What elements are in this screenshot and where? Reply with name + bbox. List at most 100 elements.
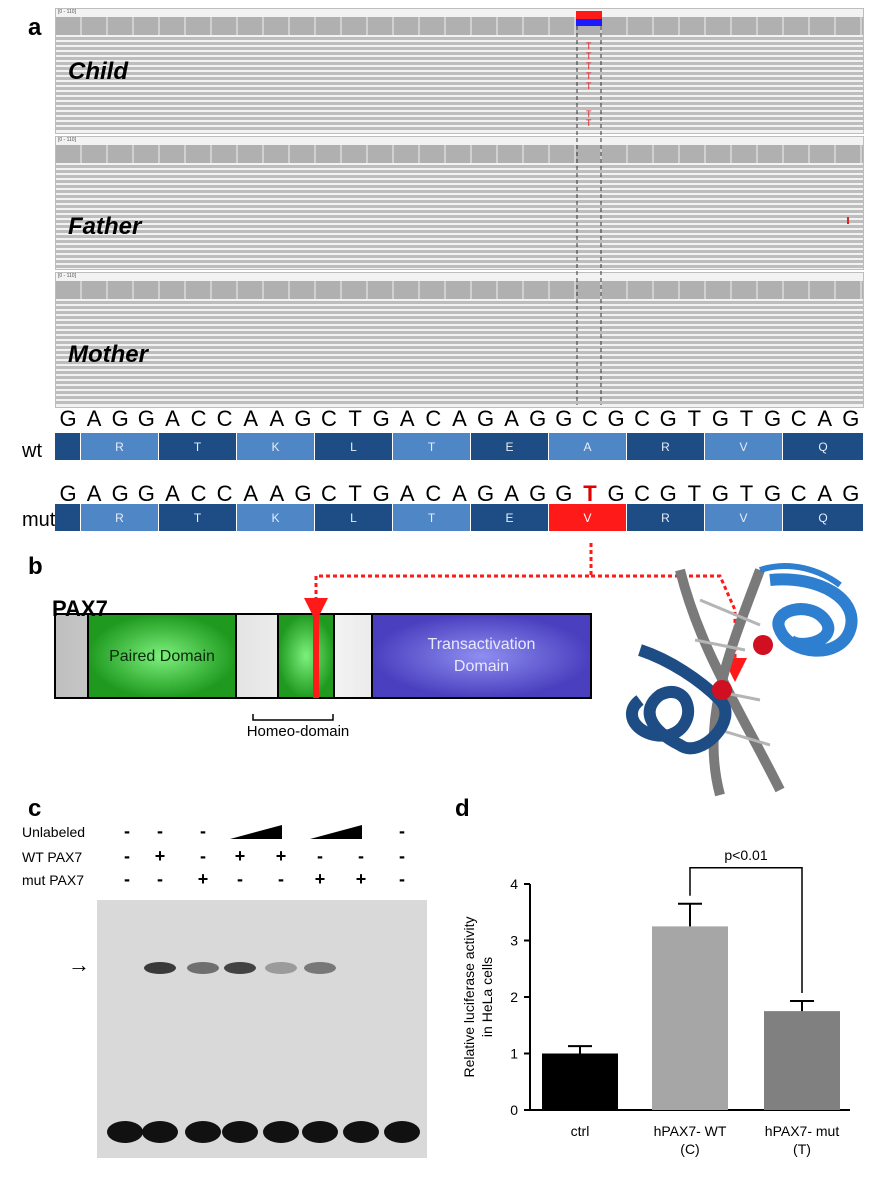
lane-mark: - [399, 821, 405, 841]
significance-bracket [689, 867, 803, 993]
coverage-variant-red [576, 11, 602, 19]
base: G [607, 406, 625, 431]
read [56, 112, 863, 115]
svg-text:T: T [586, 71, 592, 81]
base: G [842, 406, 860, 431]
shifted-band [304, 962, 336, 974]
band-arrow: → [68, 952, 90, 977]
base: G [59, 481, 77, 506]
base: A [452, 406, 467, 431]
base: G [137, 406, 155, 431]
free-probe-band [343, 1121, 379, 1143]
svg-text:T: T [586, 109, 592, 119]
lane-mark: - [124, 869, 130, 889]
read [56, 361, 863, 364]
read [56, 107, 863, 110]
read [56, 366, 863, 369]
read [56, 77, 863, 80]
amino-acid: E [471, 504, 549, 531]
base: A [504, 481, 519, 506]
x-tick-label: (T) [793, 1141, 811, 1157]
base: C [634, 406, 651, 431]
read [56, 215, 863, 218]
read [56, 346, 863, 349]
read [56, 396, 863, 399]
base: G [659, 481, 677, 506]
lane-mark: - [124, 846, 130, 866]
amino-acid: V [705, 504, 783, 531]
free-probe-band [263, 1121, 299, 1143]
base: G [137, 481, 155, 506]
base: A [399, 481, 415, 506]
alignment-track: [0 - 110] [55, 8, 864, 134]
read [56, 127, 863, 130]
amino-acid: T [393, 504, 471, 531]
read [56, 170, 863, 173]
base: G [476, 406, 495, 431]
lane-mark: - [200, 846, 206, 866]
free-probe-band [302, 1121, 338, 1143]
free-probe-band [142, 1121, 178, 1143]
shifted-band [144, 962, 176, 974]
free-probe-band [222, 1121, 258, 1143]
panel-letter-a: a [28, 14, 42, 41]
track-label-child: Child [68, 58, 128, 85]
base: G [711, 406, 729, 431]
alignment-track: [0 - 110] [55, 136, 864, 270]
base: G [111, 481, 129, 506]
read [56, 371, 863, 374]
track-label-father: Father [68, 213, 142, 240]
paired-domain-label: Paired Domain [109, 648, 215, 665]
read [56, 351, 863, 354]
base: A [817, 406, 833, 431]
lane-mark: - [157, 869, 163, 889]
coverage-bar [56, 17, 863, 35]
svg-text:T: T [586, 118, 592, 128]
base: G [659, 406, 677, 431]
base: C [190, 406, 207, 431]
read [56, 240, 863, 243]
base: C [216, 481, 233, 506]
base: G [711, 481, 729, 506]
base: T [687, 481, 702, 506]
amino-acid: T [159, 504, 237, 531]
read [56, 306, 863, 309]
track-label-mother: Mother [68, 341, 148, 368]
read [56, 175, 863, 178]
p-value-label: p<0.01 [724, 847, 767, 863]
amino-acid: R [81, 504, 159, 531]
base: G [764, 406, 782, 431]
amino-acid: E [471, 433, 549, 460]
read [56, 391, 863, 394]
wt-label: wt [22, 440, 42, 462]
mutation-arrow-to-domain [304, 543, 593, 622]
gel-image [97, 900, 427, 1158]
read [56, 52, 863, 55]
read [56, 311, 863, 314]
shifted-band [265, 962, 297, 974]
read [56, 220, 863, 223]
read [56, 235, 863, 238]
base: G [372, 406, 390, 431]
base: T [687, 406, 702, 431]
read [56, 225, 863, 228]
lane-mark: - [278, 869, 284, 889]
x-tick-label: (C) [680, 1141, 699, 1157]
y-axis-label: in HeLa cells [479, 957, 495, 1037]
lane-mark: - [317, 846, 323, 866]
panel-letter-b: b [28, 553, 43, 580]
base: C [425, 406, 442, 431]
read [56, 82, 863, 85]
amino-acid: L [315, 504, 393, 531]
bar [764, 1011, 840, 1110]
read [56, 331, 863, 334]
base: A [504, 406, 519, 431]
concentration-ramp [310, 825, 362, 839]
amino-acid: V [705, 433, 783, 460]
svg-text:T: T [586, 41, 592, 51]
